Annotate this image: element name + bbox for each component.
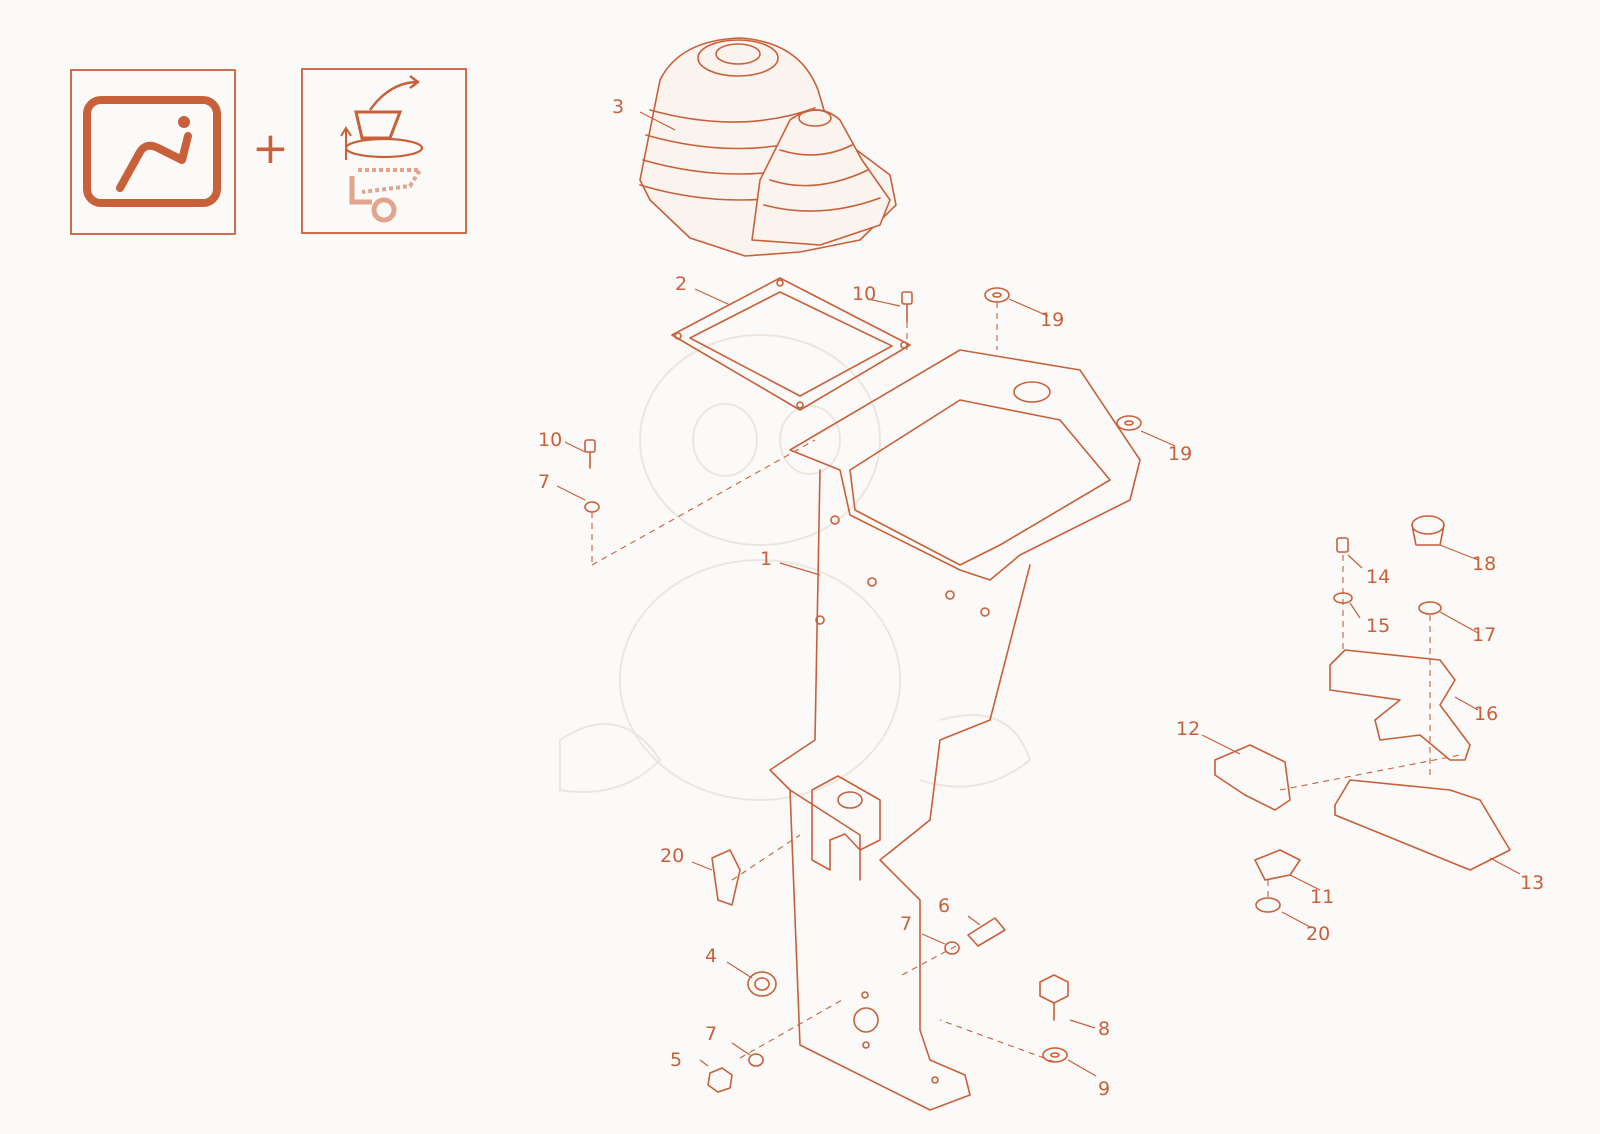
- washer-mid: [944, 941, 960, 955]
- callout-7c: 7: [705, 1023, 717, 1045]
- clamp: [747, 971, 777, 997]
- callout-12: 12: [1176, 718, 1200, 740]
- rubber-boot: [639, 37, 897, 257]
- hex-bolt: [1039, 974, 1069, 1021]
- callout-11: 11: [1310, 886, 1334, 908]
- callout-20a: 20: [660, 845, 684, 867]
- bracket: [1214, 744, 1291, 811]
- callout-13: 13: [1520, 872, 1544, 894]
- bolt: [967, 917, 1006, 947]
- screw-top: [901, 291, 913, 323]
- callout-7a: 7: [538, 471, 550, 493]
- callout-17: 17: [1472, 624, 1496, 646]
- washer-19b: [1116, 415, 1142, 431]
- console-frame: [769, 349, 1141, 1111]
- assembly-lines: [591, 302, 1461, 1063]
- callout-16: 16: [1474, 703, 1498, 725]
- knob: [1411, 515, 1445, 546]
- washer-19a: [984, 287, 1010, 303]
- callout-20b: 20: [1306, 923, 1330, 945]
- callout-8: 8: [1098, 1018, 1110, 1040]
- callout-5: 5: [670, 1049, 682, 1071]
- callout-10a: 10: [852, 283, 876, 305]
- screw-left: [584, 439, 596, 469]
- callout-3: 3: [612, 96, 624, 118]
- callout-19b: 19: [1168, 443, 1192, 465]
- callout-7b: 7: [900, 913, 912, 935]
- washer-17: [1418, 601, 1442, 615]
- callout-4: 4: [705, 945, 717, 967]
- watermark-dragon-illustration: [559, 334, 1032, 801]
- operator-seat-icon: [70, 69, 236, 235]
- callout-19a: 19: [1040, 309, 1064, 331]
- screw-14: [1336, 537, 1349, 553]
- callout-9: 9: [1098, 1078, 1110, 1100]
- callout-6: 6: [938, 895, 950, 917]
- callout-leaders: [556, 111, 1521, 1077]
- callout-14: 14: [1366, 566, 1390, 588]
- connector: [711, 849, 741, 906]
- callout-2: 2: [675, 273, 687, 295]
- washer-20b: [1255, 897, 1281, 913]
- plus-symbol: +: [252, 123, 289, 174]
- clip: [1254, 849, 1301, 881]
- nut: [707, 1067, 733, 1093]
- flat-washer: [1042, 1047, 1068, 1063]
- callout-1: 1: [760, 548, 772, 570]
- callout-18: 18: [1472, 553, 1496, 575]
- callout-15: 15: [1366, 615, 1390, 637]
- washer-left: [584, 501, 600, 513]
- gasket-plate: [671, 277, 911, 411]
- callout-10b: 10: [538, 429, 562, 451]
- base-plate: [1334, 779, 1511, 871]
- washer-lower: [748, 1053, 764, 1067]
- mounting-plate: [1329, 649, 1471, 761]
- bucket-control-icon: [301, 68, 467, 234]
